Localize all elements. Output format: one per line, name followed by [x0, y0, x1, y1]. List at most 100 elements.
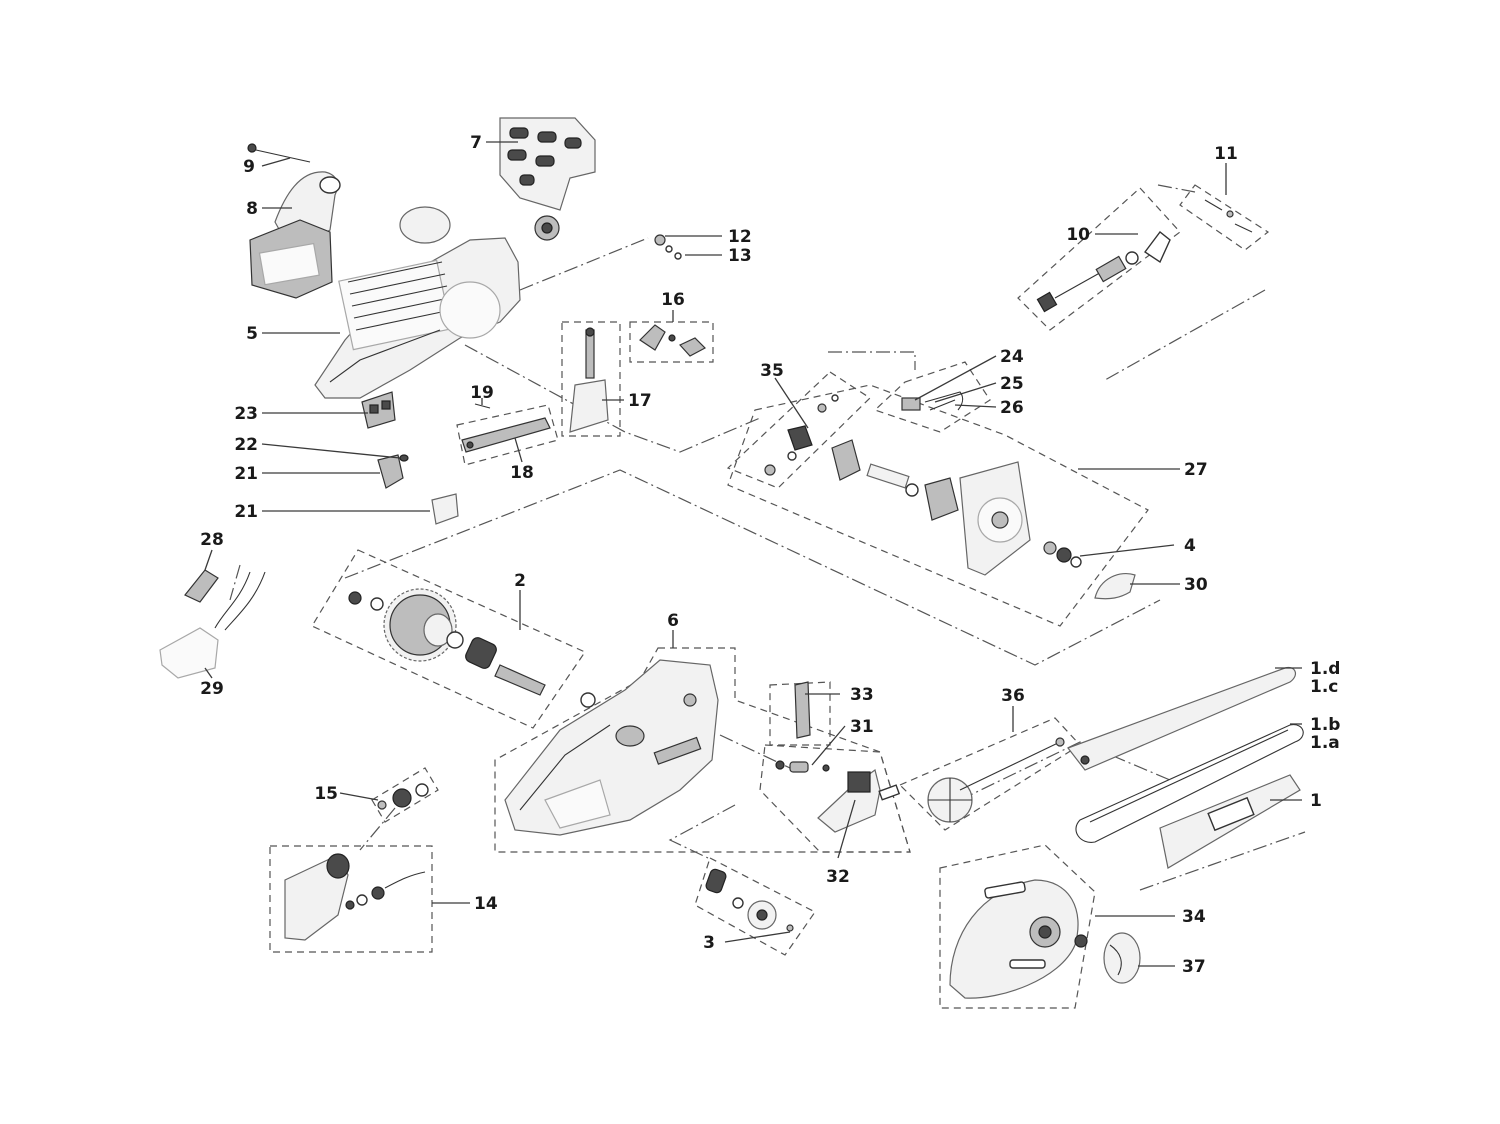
part-17-brake	[569, 327, 609, 433]
assembly-line-bar-to-cover	[1139, 831, 1306, 891]
group-35-brush-boundary	[726, 371, 871, 489]
assembly-line-35-bracket	[828, 351, 916, 370]
callout-19: 19	[470, 383, 494, 403]
assembly-line-11	[1157, 184, 1196, 193]
callout-10: 10	[1066, 225, 1090, 245]
part-7-front-guard	[499, 117, 596, 241]
part-32-sprocket-cover	[817, 768, 901, 833]
part-11-pins	[1204, 199, 1253, 233]
callout-21-lower: 21	[234, 502, 258, 522]
part-21-button-b	[431, 493, 459, 525]
leader-24	[914, 355, 997, 401]
group-33-boundary	[769, 681, 831, 746]
leader-26	[954, 404, 997, 408]
leader-35	[774, 377, 809, 429]
callout-1a: 1.a	[1310, 733, 1340, 753]
assembly-line-tensioner	[1104, 289, 1266, 381]
callout-4: 4	[1184, 536, 1196, 556]
group-2-gear-boundary	[311, 549, 586, 729]
leader-15	[339, 792, 379, 801]
callout-28: 28	[200, 530, 224, 550]
part-1b-saw-chain	[1075, 724, 1304, 843]
group-14-boundary	[269, 845, 433, 953]
group-10-tensioner-boundary	[1017, 187, 1181, 331]
callout-25: 25	[1000, 374, 1024, 394]
group-11-boundary	[1179, 184, 1270, 251]
callout-12: 12	[728, 227, 752, 247]
callout-3: 3	[703, 933, 715, 953]
part-23-switch	[361, 391, 396, 429]
group-3-boundary	[694, 857, 816, 956]
callout-1: 1	[1310, 791, 1322, 811]
part-34-side-cover	[949, 879, 1079, 999]
group-18-boundary	[456, 404, 559, 466]
part-31-bolt	[775, 760, 830, 773]
assembly-line-3	[668, 804, 736, 859]
callout-numbers: 9 8 7 5 23 22 21 21 12 13 16 17 19 18 2 …	[200, 133, 1340, 977]
part-18-link	[461, 417, 551, 453]
group-36-boundary	[898, 717, 1081, 831]
leader-22	[261, 443, 401, 459]
part-1-bar-cover	[1159, 774, 1301, 869]
callout-23: 23	[234, 404, 258, 424]
callout-2: 2	[514, 571, 526, 591]
callout-36: 36	[1001, 686, 1025, 706]
assembly-line-housing-to-cover	[464, 344, 761, 453]
part-1d-guide-bar	[1067, 666, 1297, 771]
leader-9	[261, 157, 291, 167]
callout-30: 30	[1184, 575, 1208, 595]
callout-11: 11	[1214, 144, 1238, 164]
part-19-pin	[474, 403, 491, 409]
part-28-cable-guard	[184, 569, 219, 603]
part-8-rear-handle	[249, 171, 341, 299]
leader-25	[934, 382, 997, 403]
callout-13: 13	[728, 246, 752, 266]
part-27-motor	[831, 439, 1031, 576]
part-16-lever	[639, 324, 706, 357]
callout-14: 14	[474, 894, 498, 914]
part-10-chain-tensioner	[1036, 231, 1171, 313]
group-34-boundary	[939, 844, 1096, 1009]
part-29-mains-plug	[159, 571, 266, 679]
leader-18	[514, 437, 523, 463]
part-33-plate	[794, 681, 811, 739]
part-4-bearing	[1043, 541, 1082, 568]
parts	[159, 117, 1304, 999]
assembly-line-28-29	[229, 564, 241, 601]
callout-1c: 1.c	[1310, 677, 1338, 697]
callout-33: 33	[850, 685, 874, 705]
part-24-26-switch-wires	[901, 391, 964, 411]
leader-28	[204, 549, 213, 571]
leader-32	[837, 799, 856, 859]
group-16-boundary	[629, 321, 714, 363]
assembly-lines	[229, 184, 1306, 891]
part-30-clip	[1094, 573, 1136, 600]
leader-29	[204, 667, 213, 679]
part-36-sprocket	[927, 737, 1065, 823]
leader-3	[724, 931, 791, 943]
callout-15: 15	[314, 784, 338, 804]
assembly-line-31	[719, 734, 791, 769]
part-6-gear-housing	[504, 659, 719, 836]
part-9-screw	[247, 143, 311, 163]
group-24-switch-boundary	[873, 361, 991, 433]
group-17-boundary	[561, 321, 621, 437]
part-21-button-a	[377, 454, 404, 489]
callout-32: 32	[826, 867, 850, 887]
part-37-knob	[1074, 932, 1141, 984]
callout-22: 22	[234, 435, 258, 455]
group-15-boundary	[371, 767, 439, 823]
callout-21-upper: 21	[234, 464, 258, 484]
callout-6: 6	[667, 611, 679, 631]
assembly-line-36-to-bar	[959, 741, 1171, 801]
callout-29: 29	[200, 679, 224, 699]
part-12-13-fasteners	[654, 234, 682, 260]
part-3-drive-parts	[705, 868, 794, 932]
group-27-motor-boundary	[727, 384, 1149, 627]
callout-24: 24	[1000, 347, 1024, 367]
callout-18: 18	[510, 463, 534, 483]
part-2-gear-assembly	[348, 588, 596, 708]
callout-16: 16	[661, 290, 685, 310]
callout-17: 17	[628, 391, 652, 411]
